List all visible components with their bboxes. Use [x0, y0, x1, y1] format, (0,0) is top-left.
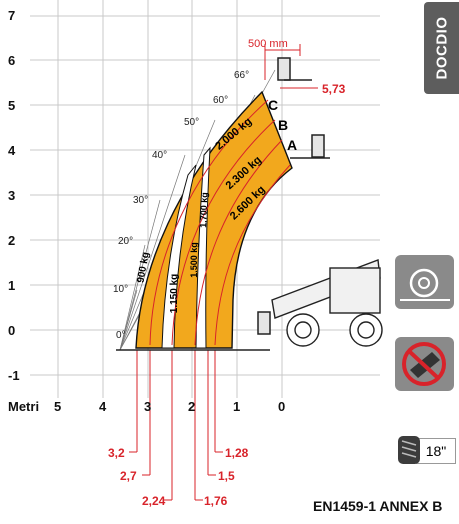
y-tick-3: 3	[8, 188, 16, 203]
load-1150: 1.150 kg	[169, 273, 181, 314]
angle-10: 10°	[113, 284, 129, 295]
angle-30: 30°	[133, 195, 149, 206]
y-tick-6: 6	[8, 53, 16, 68]
reach-arcs	[149, 99, 291, 346]
y-tick-1: 1	[8, 278, 16, 293]
angle-66: 66°	[234, 70, 250, 81]
load-1500: 1.500 kg	[188, 242, 199, 278]
no-tipping-icon	[395, 337, 454, 391]
zone-c: C	[268, 97, 279, 113]
x-tick-4: 4	[99, 399, 107, 414]
angle-40: 40°	[152, 150, 168, 161]
tyre-size-label: 18"	[416, 438, 456, 464]
x-tick-0: 0	[278, 399, 286, 414]
y-tick-0: 0	[8, 323, 16, 338]
fork-carriages	[116, 57, 330, 351]
x-tick-2: 2	[188, 399, 196, 414]
x-tick-1: 1	[233, 399, 241, 414]
angle-20: 20°	[118, 236, 134, 247]
reach-1-5: 1,5	[218, 469, 235, 483]
brand-label: DOCDIO	[433, 16, 450, 80]
y-tick-minus1: -1	[8, 368, 20, 383]
reach-1-76: 1,76	[204, 494, 228, 508]
y-tick-2: 2	[8, 233, 16, 248]
x-tick-3: 3	[144, 399, 152, 414]
stabilizer-icon	[395, 255, 454, 309]
zone-b: B	[278, 117, 289, 133]
angle-0: 0°	[116, 330, 126, 341]
y-tick-5: 5	[8, 98, 16, 113]
zone-dividers	[161, 146, 211, 349]
reach-2-7: 2,7	[120, 469, 137, 483]
standard-footer: EN1459-1 ANNEX B	[313, 498, 443, 514]
reach-2-24: 2,24	[142, 494, 166, 508]
angle-50: 50°	[184, 117, 200, 128]
y-tick-7: 7	[8, 8, 16, 23]
load-1700: 1.700 kg	[198, 192, 210, 228]
dim-500mm: 500 mm	[248, 38, 288, 50]
tyre-size-box: 18"	[398, 436, 456, 464]
telehandler-icon	[271, 259, 383, 347]
reach-3-2: 3,2	[108, 446, 125, 460]
zone-a: A	[287, 137, 298, 153]
y-tick-4: 4	[8, 143, 16, 158]
x-tick-5: 5	[54, 399, 62, 414]
tyre-icon	[398, 436, 420, 464]
angle-60: 60°	[213, 95, 229, 106]
x-axis-unit: Metri	[8, 399, 40, 414]
max-height-label: 5,73	[322, 82, 346, 96]
load-zone	[135, 90, 293, 349]
dimension-lines	[129, 44, 318, 501]
reach-1-28: 1,28	[225, 446, 249, 460]
brand-tab: DOCDIO	[424, 2, 459, 94]
